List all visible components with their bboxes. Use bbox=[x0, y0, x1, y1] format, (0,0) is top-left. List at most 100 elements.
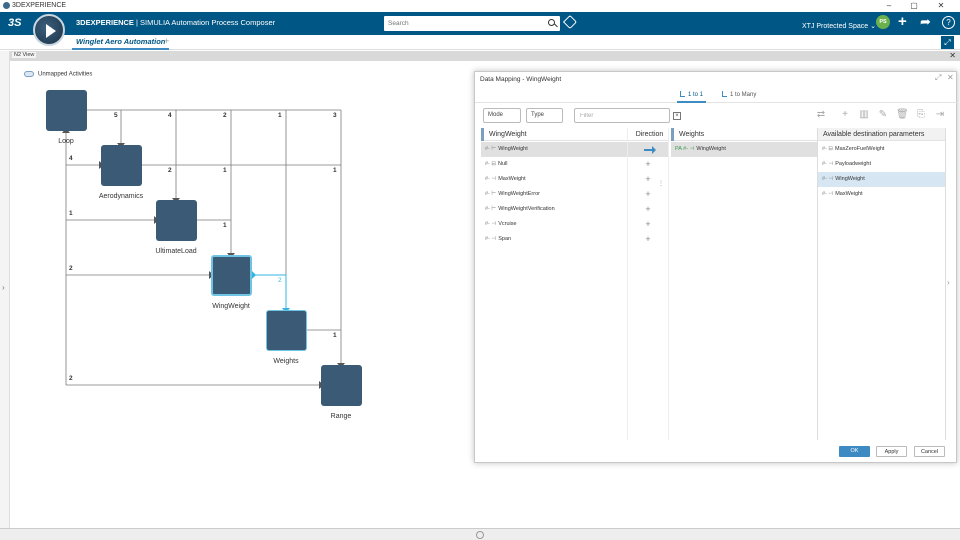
ok-button[interactable]: OK bbox=[839, 446, 870, 457]
link-count[interactable]: 1 bbox=[278, 112, 282, 119]
n2-panel-label: N2 View bbox=[12, 52, 37, 58]
share-icon[interactable]: ➦ bbox=[920, 14, 931, 29]
minimize-button[interactable]: – bbox=[886, 1, 892, 10]
maximize-button[interactable]: ▢ bbox=[910, 1, 918, 10]
edit-icon[interactable]: ✎ bbox=[878, 109, 888, 120]
add-link-icon[interactable]: + bbox=[645, 189, 651, 199]
one-to-many-icon bbox=[722, 91, 727, 97]
help-icon[interactable]: ? bbox=[942, 16, 955, 29]
node-label-ultimateload: UltimateLoad bbox=[155, 248, 197, 255]
link-count[interactable]: 2 bbox=[223, 112, 227, 119]
collab-space-selector[interactable]: XTJ Protected Space ⌄ bbox=[802, 23, 876, 30]
link-count[interactable]: 1 bbox=[223, 222, 227, 229]
mode-select[interactable]: Mode bbox=[483, 108, 521, 123]
clear-filter-icon[interactable]: × bbox=[673, 112, 681, 120]
search-box[interactable] bbox=[384, 16, 560, 31]
close-dialog-icon[interactable]: ✕ bbox=[947, 73, 954, 82]
available-row[interactable]: #- ⊣WingWeight bbox=[818, 172, 945, 187]
filter-input[interactable] bbox=[574, 108, 670, 123]
node-aerodynamics[interactable] bbox=[101, 145, 142, 186]
dialog-title: Data Mapping - WingWeight bbox=[480, 76, 562, 83]
param-type-icon: #- ⊢ bbox=[485, 206, 497, 212]
columns-icon[interactable]: ▥ bbox=[859, 109, 869, 120]
source-row-label: WingWeightVerification bbox=[498, 206, 555, 212]
apply-button[interactable]: Apply bbox=[876, 446, 907, 457]
mapped-arrow-icon[interactable] bbox=[628, 142, 668, 157]
tab-winglet-aero[interactable]: Winglet Aero Automation bbox=[72, 36, 170, 50]
link-count-selected[interactable]: 2 bbox=[278, 277, 282, 284]
node-label-range: Range bbox=[330, 413, 352, 420]
target-row-label: WingWeight bbox=[696, 146, 726, 152]
source-row[interactable]: #- ⊣MaxWeight bbox=[481, 172, 627, 187]
export-icon[interactable]: ⇥ bbox=[935, 109, 945, 120]
param-type-icon: #- ⊢ bbox=[485, 146, 497, 152]
close-panel-icon[interactable]: ✕ bbox=[949, 51, 956, 60]
available-row-label: WingWeight bbox=[835, 176, 865, 182]
node-loop[interactable] bbox=[46, 90, 87, 131]
chevron-right-icon[interactable]: › bbox=[2, 283, 5, 292]
add-link-icon[interactable]: + bbox=[645, 204, 651, 214]
panel-grip-icon[interactable] bbox=[476, 531, 484, 539]
add-icon[interactable]: + bbox=[898, 13, 907, 30]
param-type-icon: #- ⊣ bbox=[485, 176, 497, 182]
swap-icon[interactable]: ⇄ bbox=[816, 109, 826, 120]
link-count[interactable]: 1 bbox=[69, 210, 73, 217]
add-tab-icon[interactable]: + bbox=[164, 36, 170, 46]
chevron-right-icon[interactable]: › bbox=[947, 278, 950, 287]
avatar[interactable]: PS bbox=[876, 15, 890, 29]
node-label-weights: Weights bbox=[273, 358, 299, 365]
tab-1-to-1[interactable]: 1 to 1 bbox=[677, 91, 707, 103]
target-row[interactable]: PA #- ⊣WingWeight bbox=[671, 142, 817, 157]
node-label-aerodynamics: Aerodynamics bbox=[98, 193, 144, 200]
source-row[interactable]: #- ⊣Span bbox=[481, 232, 627, 247]
tab-1-to-many-label: 1 to Many bbox=[730, 92, 757, 98]
add-mapping-icon[interactable]: + bbox=[842, 109, 848, 120]
delete-icon[interactable]: 🗑 bbox=[896, 109, 909, 120]
link-count[interactable]: 4 bbox=[168, 112, 172, 119]
expand-icon[interactable]: ⤢ bbox=[941, 36, 954, 49]
link-count[interactable]: 2 bbox=[168, 167, 172, 174]
source-row[interactable]: #- ⊟Null bbox=[481, 157, 627, 172]
link-count[interactable]: 2 bbox=[69, 375, 73, 382]
source-row[interactable]: #- ⊢WingWeightError bbox=[481, 187, 627, 202]
node-weights[interactable] bbox=[266, 310, 307, 351]
link-count[interactable]: 5 bbox=[114, 112, 118, 119]
window-titlebar: 3DEXPERIENCE – ▢ ✕ bbox=[0, 0, 960, 12]
import-icon[interactable]: ⎘ bbox=[917, 109, 925, 120]
compass-play-icon[interactable] bbox=[46, 24, 56, 38]
close-window-button[interactable]: ✕ bbox=[937, 1, 945, 10]
available-row[interactable]: #- ⊣MaxWeight bbox=[818, 187, 945, 202]
link-count[interactable]: 1 bbox=[333, 332, 337, 339]
ds-logo-icon[interactable]: 3S bbox=[8, 17, 22, 29]
link-count[interactable]: 3 bbox=[333, 112, 337, 119]
available-row[interactable]: #- ⊣Payloadweight bbox=[818, 157, 945, 172]
node-ultimateload[interactable] bbox=[156, 200, 197, 241]
maximize-dialog-icon[interactable]: ⤢ bbox=[935, 73, 942, 82]
add-link-icon[interactable]: + bbox=[645, 174, 651, 184]
mapping-mode-tabs: 1 to 1 1 to Many bbox=[475, 89, 958, 103]
add-link-icon[interactable]: + bbox=[645, 234, 651, 244]
node-wingweight[interactable] bbox=[211, 255, 252, 296]
search-input[interactable] bbox=[388, 18, 538, 29]
compass-icon[interactable] bbox=[33, 14, 65, 46]
available-row[interactable]: #- ⊟MaxZeroFuelWeight bbox=[818, 142, 945, 157]
unmapped-toggle[interactable] bbox=[24, 71, 34, 77]
link-count[interactable]: 1 bbox=[223, 167, 227, 174]
available-column: Available destination parameters #- ⊟Max… bbox=[817, 128, 946, 440]
source-row[interactable]: #- ⊢WingWeight bbox=[481, 142, 627, 157]
link-count[interactable]: 4 bbox=[69, 155, 73, 162]
direction-side-label: ⋮ bbox=[658, 181, 664, 187]
type-select[interactable]: Type bbox=[526, 108, 563, 123]
cancel-button[interactable]: Cancel bbox=[914, 446, 945, 457]
add-link-icon[interactable]: + bbox=[645, 159, 651, 169]
node-range[interactable] bbox=[321, 365, 362, 406]
source-row[interactable]: #- ⊢WingWeightVerification bbox=[481, 202, 627, 217]
link-count[interactable]: 1 bbox=[333, 167, 337, 174]
source-row-label: MaxWeight bbox=[498, 176, 526, 182]
search-icon[interactable] bbox=[548, 19, 555, 26]
tab-1-to-many[interactable]: 1 to Many bbox=[719, 91, 759, 101]
source-row[interactable]: #- ⊣Vcruise bbox=[481, 217, 627, 232]
link-count[interactable]: 2 bbox=[69, 265, 73, 272]
add-link-icon[interactable]: + bbox=[645, 219, 651, 229]
unmapped-toggle-row: Unmapped Activities bbox=[24, 71, 92, 78]
